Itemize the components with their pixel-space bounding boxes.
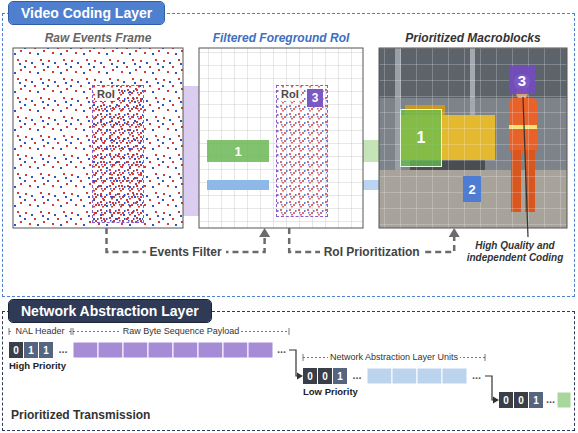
connector xyxy=(485,376,499,404)
drawing-part xyxy=(207,180,269,190)
connector xyxy=(289,350,303,380)
drawing-part xyxy=(93,86,143,222)
node-text: RoI xyxy=(95,88,117,101)
callout-label: High Quality and independent Coding xyxy=(462,240,568,264)
node-text: ... xyxy=(544,392,557,407)
node-text: Raw Events Frame xyxy=(45,30,152,46)
bit-cell: 0 xyxy=(9,342,23,358)
bit-cell: 0 xyxy=(514,392,528,408)
drawing-part xyxy=(199,48,363,228)
bit-cell: 0 xyxy=(499,392,513,408)
macroblock: 1 xyxy=(207,140,269,162)
drawing-part xyxy=(199,48,363,228)
drawing-part xyxy=(13,48,183,228)
cell-text: 1 xyxy=(39,342,53,358)
cell-text: 0 xyxy=(303,368,317,384)
drawing-part xyxy=(199,48,363,228)
cell-text: 3 xyxy=(307,89,323,107)
arrow-head xyxy=(259,228,270,237)
cell-text: 0 xyxy=(318,368,332,384)
drawing-part xyxy=(557,392,571,408)
drawing-part xyxy=(379,48,567,228)
cell-text: 1 xyxy=(207,140,269,162)
edge-label: Events Filter xyxy=(146,244,226,260)
connector-line xyxy=(289,350,298,376)
drawing-part xyxy=(173,342,198,358)
node-text: ... xyxy=(274,342,289,357)
drawing-part xyxy=(73,342,98,358)
frame-panel: Prioritized Macroblocks 12 3 xyxy=(379,30,567,228)
bit-cell: 1 xyxy=(529,392,543,408)
drawing-part xyxy=(392,368,417,384)
node-text: Low Priority xyxy=(303,386,358,398)
bit-cell: 1 xyxy=(24,342,38,358)
drawing-part xyxy=(98,342,123,358)
node-text: ... xyxy=(54,342,72,357)
cell-text: 1 xyxy=(333,368,347,384)
bit-cell: 1 xyxy=(333,368,347,384)
cell-text: 1 xyxy=(24,342,38,358)
drawing-part xyxy=(248,342,273,358)
drawing-part xyxy=(379,48,567,228)
drawing-part xyxy=(148,342,173,358)
connector-line xyxy=(485,376,494,400)
node-text: Raw Byte Sequence Payload xyxy=(121,326,242,337)
drawing-part xyxy=(198,342,223,358)
bit-cell: 0 xyxy=(318,368,332,384)
node-text: NAL Header xyxy=(13,326,66,337)
nal-unit: NAL Header Raw Byte Sequence Payload.....… xyxy=(9,326,289,378)
macroblock: 3 xyxy=(509,66,535,94)
drawing-part xyxy=(379,48,567,228)
footer-note: Prioritized Transmission xyxy=(11,408,150,422)
layer-title: Video Coding Layer xyxy=(9,2,164,24)
macroblock: 2 xyxy=(463,176,481,202)
node-text: Network Abstraction Layer Units xyxy=(328,352,460,363)
node-text: High Priority xyxy=(9,360,66,372)
bit-cell: 0 xyxy=(303,368,317,384)
node-text: Filtered Foreground RoI xyxy=(213,30,350,46)
node-text: Prioritized Macroblocks xyxy=(405,30,540,46)
drawing-part xyxy=(363,180,379,190)
macroblock: 3 xyxy=(307,89,323,107)
cell-text: 1 xyxy=(529,392,543,408)
cell-text: 0 xyxy=(9,342,23,358)
drawing-part xyxy=(417,368,442,384)
drawing-part xyxy=(367,368,392,384)
cell-text: 2 xyxy=(463,176,481,202)
layer-panel: Network Abstraction LayerPrioritized Tra… xyxy=(3,312,574,430)
bit-cell: 1 xyxy=(39,342,53,358)
drawing-part xyxy=(13,48,183,228)
drawing-part xyxy=(123,342,148,358)
node-text: RoI xyxy=(279,88,301,101)
roi-box: RoI 3 xyxy=(277,86,327,216)
frame-panel: Filtered Foreground RoI RoI 3 1 xyxy=(199,30,363,228)
cell-text: 0 xyxy=(514,392,528,408)
node-text: ... xyxy=(348,368,366,383)
leader-line xyxy=(523,97,528,237)
nal-unit: ... 001 xyxy=(499,392,571,408)
layer-title: Network Abstraction Layer xyxy=(9,300,211,322)
arrow-head xyxy=(449,228,460,237)
drawing-part xyxy=(363,140,379,162)
cell-text: 3 xyxy=(509,66,535,94)
macroblock: 1 xyxy=(401,110,441,166)
cell-text: 1 xyxy=(401,110,441,166)
drawing-part xyxy=(73,342,571,408)
edge-label: RoI Prioritization xyxy=(320,244,424,260)
drawing-part xyxy=(223,342,248,358)
drawing-part xyxy=(13,48,183,228)
nal-unit: Network Abstraction Layer Units...... Low… xyxy=(303,352,485,404)
drawing-part xyxy=(442,368,467,384)
cell-text: 0 xyxy=(499,392,513,408)
drawing-part xyxy=(183,86,199,216)
drawing-part xyxy=(277,86,327,216)
roi-box: RoI xyxy=(93,86,143,222)
frame-panel: Raw Events FrameRoI xyxy=(13,30,183,228)
node-text: ... xyxy=(468,368,485,383)
